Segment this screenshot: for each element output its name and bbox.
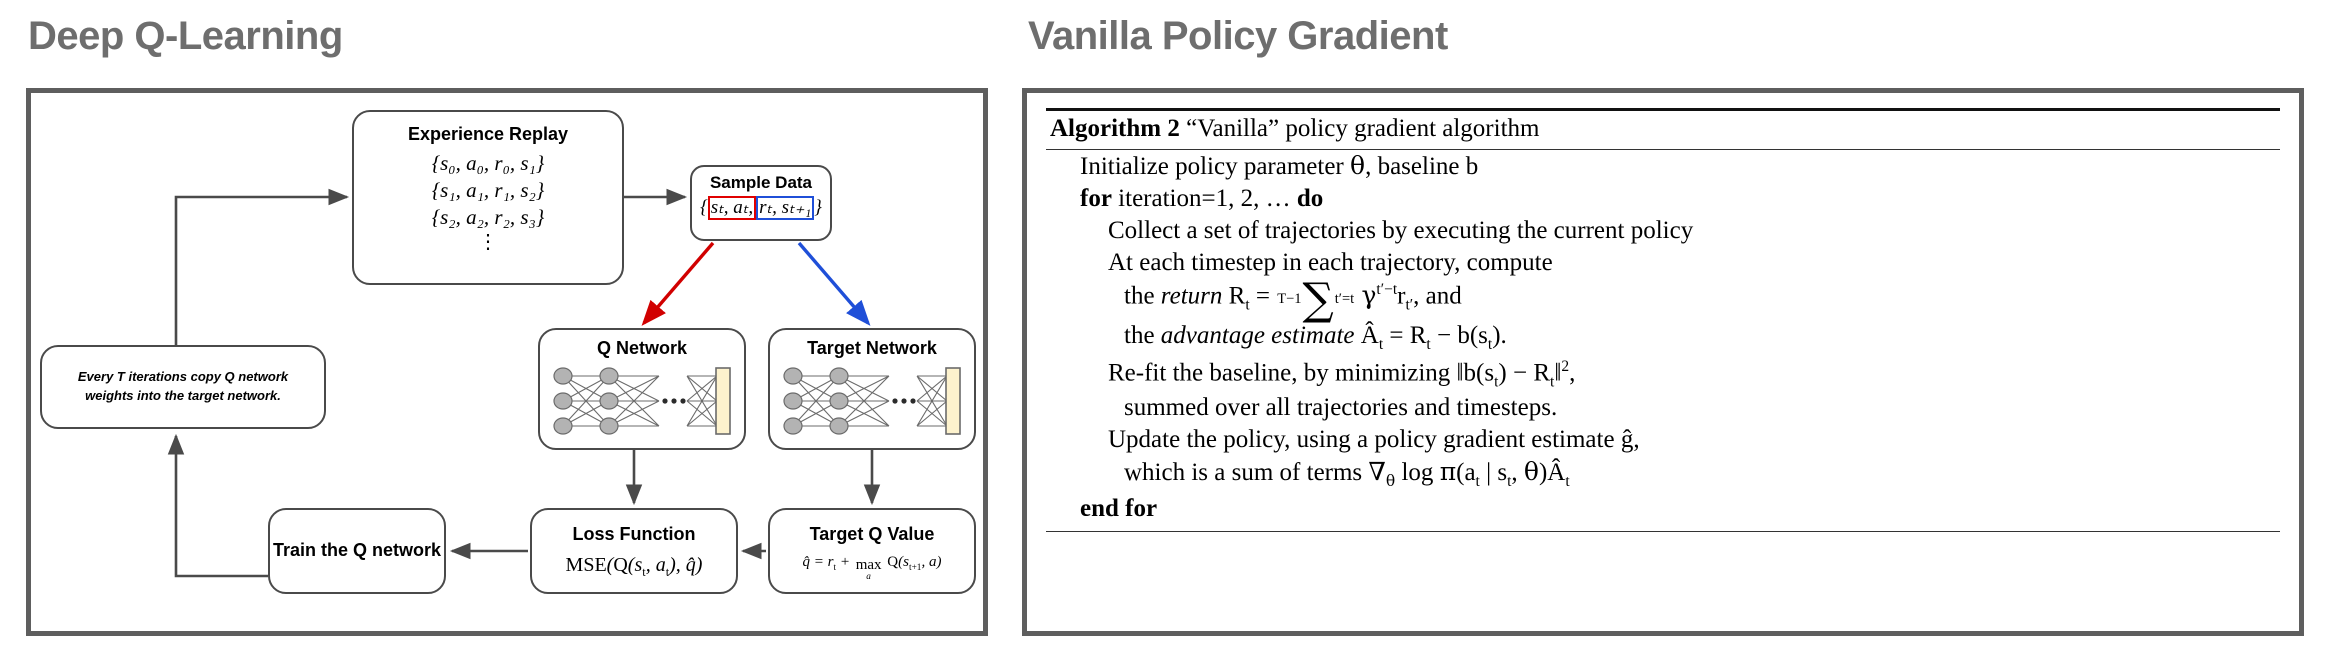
algorithm-header-text: “Vanilla” policy gradient algorithm: [1186, 115, 1540, 142]
node-train-q-network-title: Train the Q network: [272, 540, 442, 561]
neural-network-icon: [783, 366, 961, 435]
algorithm-line: At each timestep in each trajectory, com…: [1108, 249, 1553, 276]
sample-reward-nextstate-highlight: rₜ, sₜ₊₁: [756, 196, 815, 221]
algorithm-line: the return Rt = T−1∑t′=t γt′−trt′, and: [1124, 274, 1462, 325]
algorithm-line: summed over all trajectories and timeste…: [1124, 394, 1558, 422]
replay-tuple-2: {s₂, a₂, r₂, s₃}: [431, 205, 545, 230]
sample-close-brace: }: [814, 197, 822, 219]
node-loss-function[interactable]: Loss Function MSE(Q(st, at), q̂): [530, 508, 738, 594]
copy-weights-note-text: Every T iterations copy Q network weight…: [77, 369, 289, 403]
node-experience-replay[interactable]: Experience Replay {s₀, a₀, r₀, s₁} {s₁, …: [352, 110, 624, 285]
node-target-q-value-title: Target Q Value: [809, 524, 935, 544]
algorithm-header: Algorithm 2 “Vanilla” policy gradient al…: [1046, 111, 2280, 149]
neural-network-icon: [553, 366, 731, 435]
replay-vertical-dots: ⋮: [478, 231, 498, 254]
replay-tuple-0: {s₀, a₀, r₀, s₁}: [431, 150, 545, 175]
node-target-network[interactable]: Target Network: [768, 328, 976, 450]
node-q-network-title: Q Network: [596, 338, 688, 358]
node-train-q-network[interactable]: Train the Q network: [268, 508, 446, 594]
algorithm-line: Initialize policy parameter θ, baseline …: [1080, 151, 1479, 181]
algorithm-number-label: Algorithm 2: [1050, 115, 1180, 142]
algorithm-header-rule: [1046, 149, 2280, 150]
node-experience-replay-title: Experience Replay: [407, 124, 569, 144]
vanilla-policy-gradient-panel: [1022, 88, 2304, 636]
algorithm-line: which is a sum of terms ∇θ log π(at | st…: [1124, 457, 1570, 491]
sample-state-action-highlight: sₜ, aₜ,: [707, 196, 757, 221]
node-q-network[interactable]: Q Network: [538, 328, 746, 450]
right-panel-title: Vanilla Policy Gradient: [1028, 14, 1448, 58]
algorithm-line: Re-fit the baseline, by minimizing ‖b(st…: [1108, 357, 1576, 390]
algorithm-line: Collect a set of trajectories by executi…: [1108, 217, 1694, 244]
algorithm-bottom-rule: [1046, 530, 2280, 532]
algorithm-line: Update the policy, using a policy gradie…: [1108, 426, 1640, 454]
algorithm-block: Algorithm 2 “Vanilla” policy gradient al…: [1046, 108, 2280, 616]
node-target-network-title: Target Network: [807, 338, 937, 358]
algorithm-line: the advantage estimate Ât = Rt − b(st).: [1124, 322, 1507, 354]
node-copy-weights-note[interactable]: Every T iterations copy Q network weight…: [40, 345, 326, 429]
node-loss-function-title: Loss Function: [572, 524, 696, 544]
node-sample-data-title: Sample Data: [709, 173, 813, 192]
sample-open-brace: {: [700, 197, 708, 219]
algorithm-line: for iteration=1, 2, … do: [1080, 185, 1324, 212]
replay-tuple-1: {s₁, a₁, r₁, s₂}: [431, 177, 545, 202]
algorithm-top-rule: [1046, 108, 2280, 111]
sample-data-tuple: { sₜ, aₜ, rₜ, sₜ₊₁ }: [700, 196, 822, 221]
node-sample-data[interactable]: Sample Data { sₜ, aₜ, rₜ, sₜ₊₁ }: [690, 165, 832, 241]
loss-function-formula: MSE(Q(st, at), q̂): [565, 553, 703, 579]
algorithm-line: end for: [1080, 494, 1158, 522]
left-panel-title: Deep Q-Learning: [28, 14, 343, 58]
